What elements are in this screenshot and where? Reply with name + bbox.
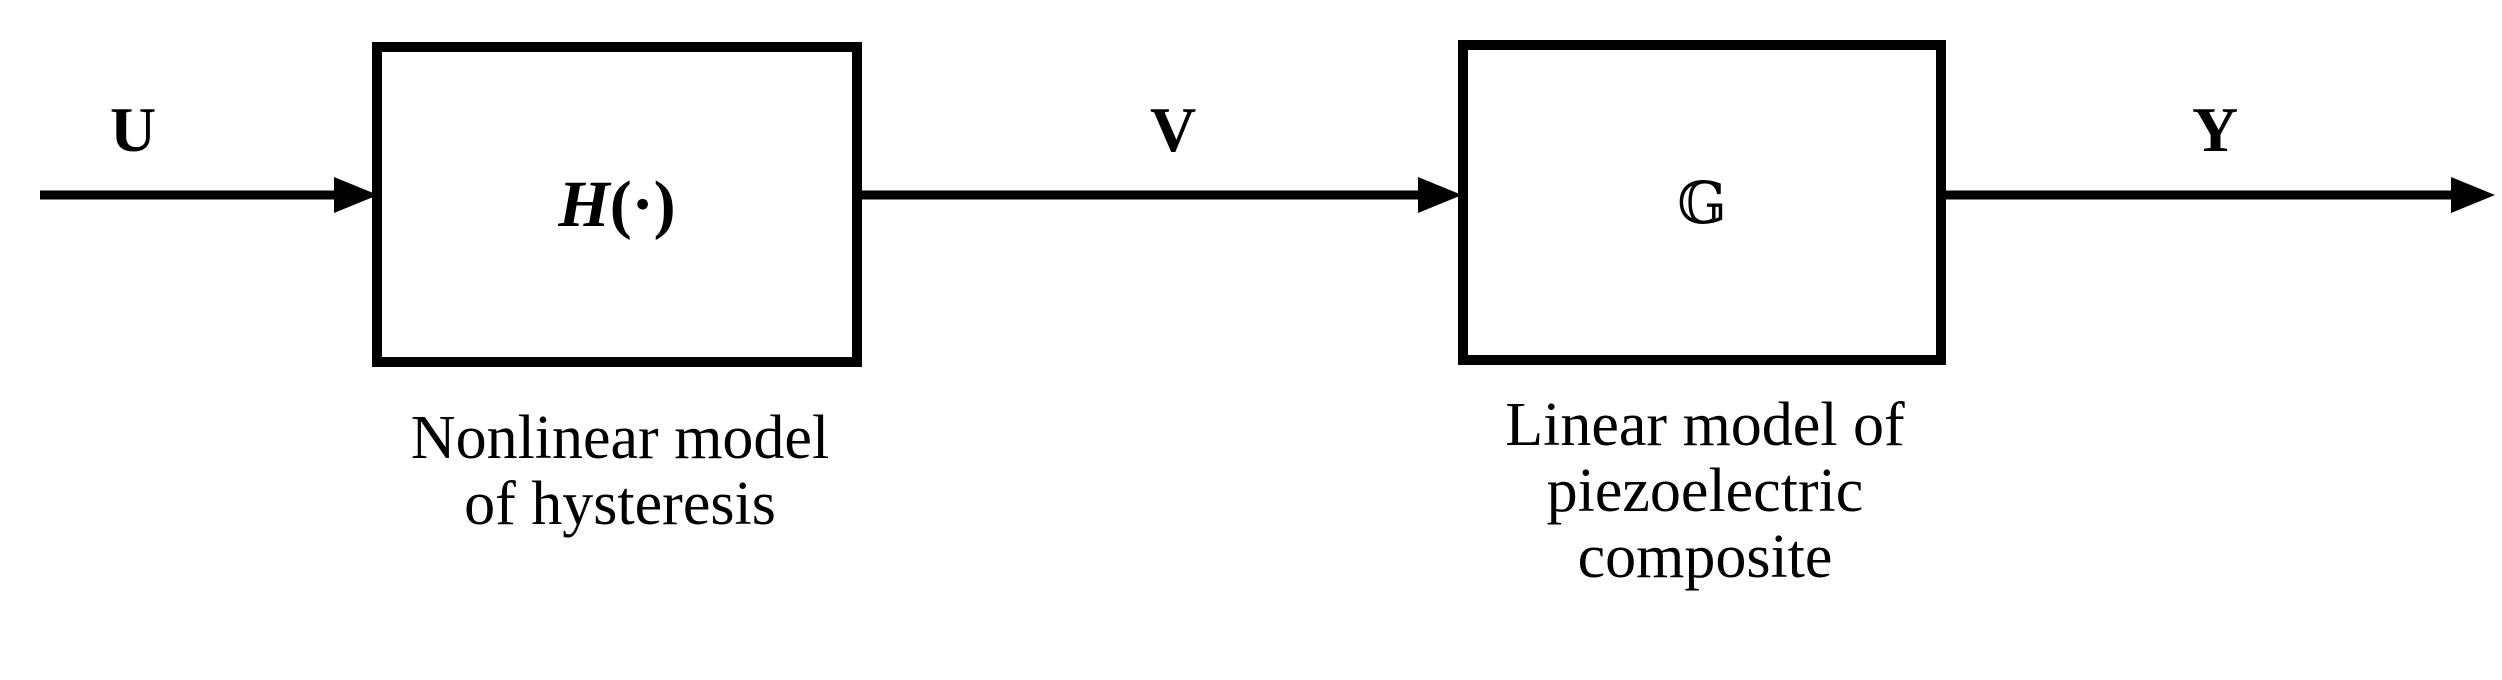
input-signal-label: U: [110, 94, 157, 165]
input-arrowhead: [334, 177, 378, 213]
hysteresis-caption: Nonlinear model of hysteresis: [300, 405, 940, 537]
hysteresis-operator-symbol: H(·): [558, 171, 675, 238]
hysteresis-block: H(·): [372, 42, 862, 367]
linear-operator-symbol: 𝔾: [1677, 168, 1727, 237]
caption-line: of hysteresis: [464, 470, 776, 538]
caption-line: composite: [1577, 523, 1833, 591]
operator-letter: H: [558, 167, 610, 241]
middle-arrowhead: [1418, 177, 1462, 213]
caption-line: Linear model of: [1505, 391, 1905, 459]
output-arrowhead: [2451, 177, 2495, 213]
intermediate-signal-label: V: [1150, 94, 1197, 165]
linear-model-block: 𝔾: [1458, 40, 1946, 365]
linear-model-caption: Linear model of piezoelectric composite: [1395, 392, 2015, 590]
output-signal-label: Y: [2192, 94, 2239, 165]
caption-line: Nonlinear model: [410, 404, 830, 472]
caption-line: piezoelectric: [1546, 457, 1864, 525]
operator-argument: (·): [609, 167, 676, 241]
